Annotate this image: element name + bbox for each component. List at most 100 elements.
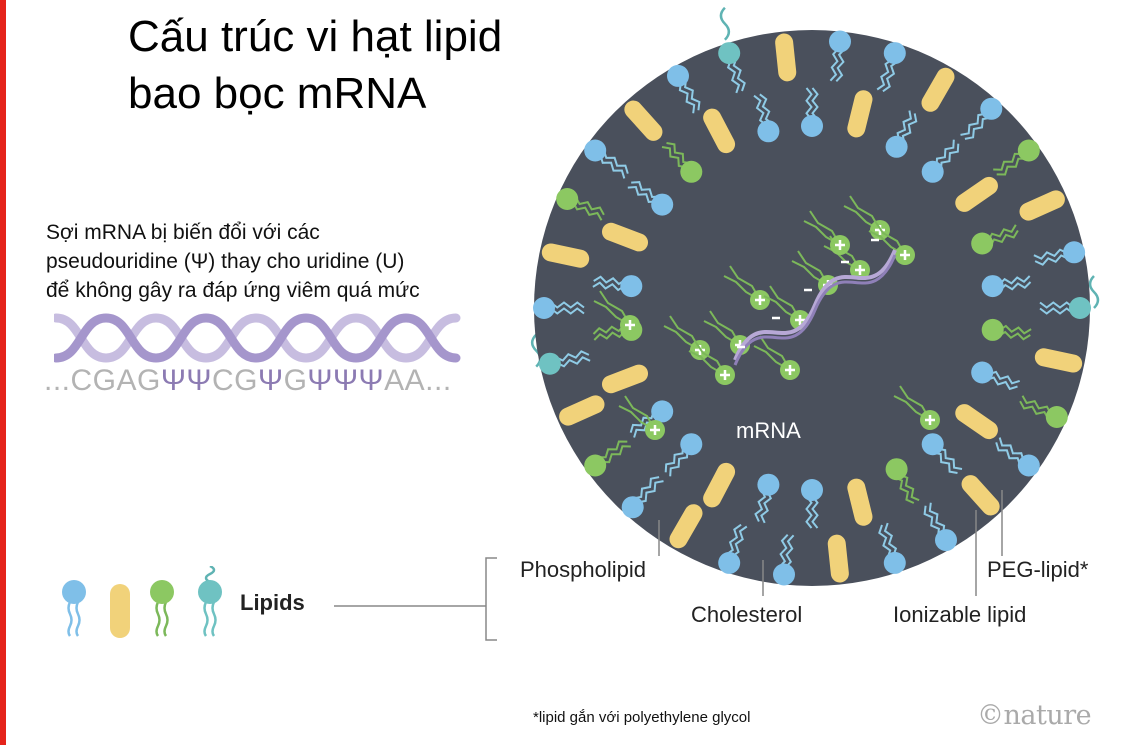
peg-chain	[1088, 275, 1100, 309]
ionizable-lipid-icon	[150, 580, 174, 637]
cholesterol-molecule	[847, 90, 873, 138]
cholesterol-molecule	[1034, 348, 1083, 373]
peg-lipid-head	[538, 352, 561, 375]
cholesterol-molecule	[624, 100, 663, 141]
peg-lipid-head	[718, 42, 741, 65]
cholesterol-molecule	[827, 534, 849, 583]
plus-charge-icon	[755, 295, 765, 305]
title-line-1: Cấu trúc vi hạt lipid	[128, 12, 503, 61]
caption-line-3: để không gây ra đáp ứng viêm quá mức	[46, 279, 420, 302]
ionizable-lipid-head	[971, 232, 994, 255]
phospholipid-head	[801, 115, 823, 137]
mrna-label: mRNA	[736, 418, 801, 443]
cholesterol-molecule	[601, 364, 649, 394]
phospholipid-head	[883, 551, 906, 574]
phospholipid-head	[651, 400, 674, 423]
plus-charge-icon	[855, 265, 865, 275]
label-leader-lines	[334, 490, 1003, 641]
seq-part: CG	[212, 364, 258, 397]
ionizable-lipid-head	[556, 188, 579, 210]
lipid-membrane	[533, 30, 1091, 586]
mrna-sequence: ...CGAGΨΨCGΨGΨΨΨAA...	[44, 364, 452, 398]
lipid-legend-icons	[62, 566, 222, 638]
nature-logo: ©nature	[977, 700, 1092, 731]
ionizable-lipid-head	[981, 318, 1004, 341]
phospholipid-head	[757, 473, 780, 496]
seq-psi: Ψ	[258, 364, 284, 397]
phospholipid-head	[921, 160, 944, 183]
phospholipid-head	[801, 479, 823, 501]
cholesterol-molecule	[955, 176, 998, 212]
peg-lipid-head	[1069, 297, 1091, 319]
page-title: Cấu trúc vi hạt lipid bao bọc mRNA	[128, 8, 502, 122]
seq-part: ...CGAG	[44, 364, 161, 397]
mrna-caption: Sợi mRNA bị biến đổi với các pseudouridi…	[46, 218, 420, 305]
peg-lipid-label: PEG-lipid*	[987, 557, 1089, 582]
plus-charge-icon	[785, 365, 795, 375]
phospholipid-head	[829, 30, 851, 53]
ionizable-lipid-head	[1045, 406, 1068, 428]
phospholipid-head	[620, 275, 643, 298]
cholesterol-molecule	[703, 462, 736, 508]
cholesterol-molecule	[703, 108, 736, 154]
ionizable-lipid-head	[1017, 139, 1040, 162]
phospholipid-head	[773, 563, 795, 586]
phospholipid-head	[680, 433, 703, 456]
cholesterol-molecule	[847, 478, 873, 526]
plus-charge-icon	[835, 240, 845, 250]
ionizable-lipid-head	[584, 454, 607, 477]
phospholipid-label: Phospholipid	[520, 557, 646, 582]
phospholipid-head	[584, 139, 607, 162]
phospholipid-icon	[62, 580, 86, 637]
cholesterol-icon	[110, 584, 130, 638]
peg-chain	[719, 6, 731, 41]
title-line-2: bao bọc mRNA	[128, 69, 427, 118]
phospholipid-head	[718, 551, 741, 574]
cholesterol-molecule	[775, 33, 797, 82]
mrna-wave-illustration	[54, 313, 461, 363]
cholesterol-molecule	[559, 395, 605, 426]
cholesterol-molecule	[601, 222, 649, 252]
plus-charge-icon	[925, 415, 935, 425]
seq-part: G	[283, 364, 308, 397]
inner-ionizable-lipids	[593, 195, 940, 440]
red-accent-bar	[0, 0, 6, 745]
footnote: *lipid gắn với polyethylene glycol	[533, 709, 751, 726]
cholesterol-molecule	[541, 243, 590, 268]
phospholipid-head	[883, 42, 906, 65]
ionizable-lipid-head	[680, 160, 703, 183]
phospholipid-head	[667, 64, 689, 87]
phospholipid-head	[757, 120, 780, 143]
phospholipid-head	[621, 496, 644, 519]
cholesterol-molecule	[955, 404, 998, 440]
plus-charge-icon	[650, 425, 660, 435]
ionizable-lipid-head	[885, 458, 908, 481]
plus-charge-icon	[795, 315, 805, 325]
cholesterol-molecule	[961, 475, 1000, 516]
seq-part: AA...	[384, 364, 452, 397]
lipids-legend-label: Lipids	[240, 590, 305, 615]
peg-lipid-icon	[198, 566, 222, 637]
phospholipid-head	[1017, 454, 1040, 477]
mrna-strand	[733, 249, 897, 366]
phospholipid-head	[981, 275, 1004, 298]
cholesterol-molecule	[669, 504, 703, 549]
phospholipid-head	[971, 361, 994, 384]
seq-psi: ΨΨ	[160, 364, 212, 397]
cholesterol-label: Cholesterol	[691, 602, 803, 627]
phospholipid-head	[980, 97, 1003, 120]
phospholipid-head	[651, 193, 674, 216]
phospholipid-head	[921, 433, 944, 456]
caption-line-2: pseudouridine (Ψ) thay cho uridine (U)	[46, 250, 405, 273]
phospholipid-head	[1063, 241, 1086, 264]
seq-psi: ΨΨΨ	[307, 364, 385, 397]
plus-charge-icon	[625, 320, 635, 330]
cholesterol-molecule	[1019, 190, 1065, 221]
plus-charge-icon	[720, 370, 730, 380]
cholesterol-molecule	[921, 67, 955, 112]
mrna-charges	[737, 238, 879, 349]
phospholipid-head	[935, 529, 957, 552]
phospholipid-head	[533, 297, 555, 319]
caption-line-1: Sợi mRNA bị biến đổi với các	[46, 221, 320, 244]
